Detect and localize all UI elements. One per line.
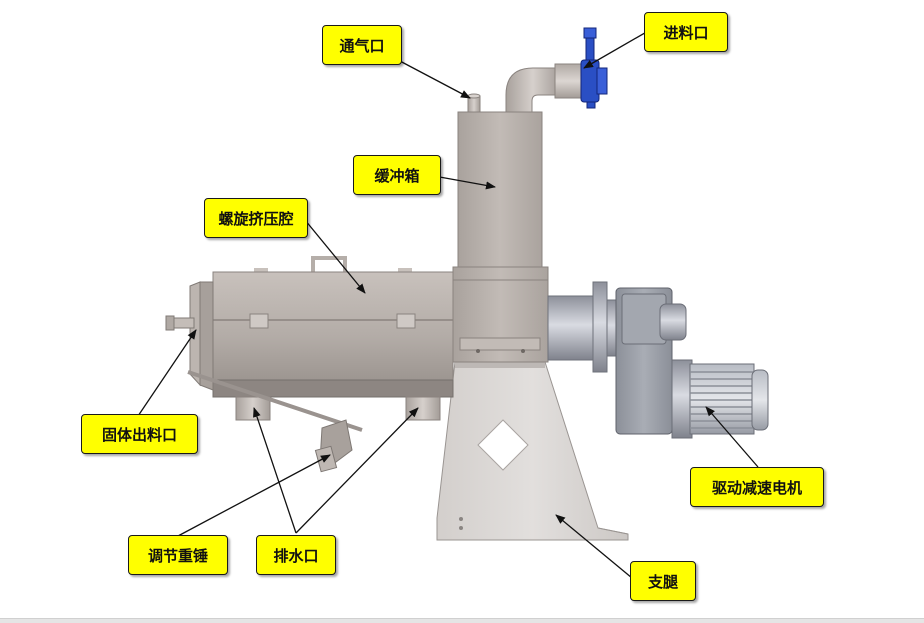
arrow-icon [177, 454, 331, 537]
label-solid-outlet: 固体出料口 [81, 414, 198, 454]
label-inlet: 进料口 [644, 12, 728, 52]
arrow-icon [133, 329, 197, 423]
buffer-tank [452, 111, 549, 363]
label-stand: 支腿 [630, 561, 696, 601]
arrow-icon [253, 407, 297, 534]
label-drain: 排水口 [256, 535, 336, 575]
arrow-icon [555, 514, 633, 579]
label-motor: 驱动减速电机 [690, 467, 824, 507]
drive-shaft [547, 281, 618, 373]
cooling-fins [690, 371, 754, 429]
stand-leg [436, 361, 629, 541]
label-buffer-tank: 缓冲箱 [353, 155, 441, 195]
arrow-icon [304, 219, 366, 294]
vent-pipe [467, 93, 481, 113]
arrow-icon [397, 59, 471, 99]
valve-icon [580, 27, 608, 109]
arrow-icon [583, 29, 651, 69]
arrow-icon [295, 407, 419, 534]
label-screw-chamber: 螺旋挤压腔 [204, 198, 308, 238]
label-counterweight: 调节重锤 [128, 535, 228, 575]
leader-lines [133, 29, 759, 579]
inlet-pipe [505, 27, 608, 113]
screw-press-chamber [165, 256, 454, 421]
label-vent: 通气口 [322, 25, 402, 65]
arrow-icon [705, 406, 759, 468]
bottom-border [0, 618, 924, 623]
drive-motor [615, 287, 769, 439]
